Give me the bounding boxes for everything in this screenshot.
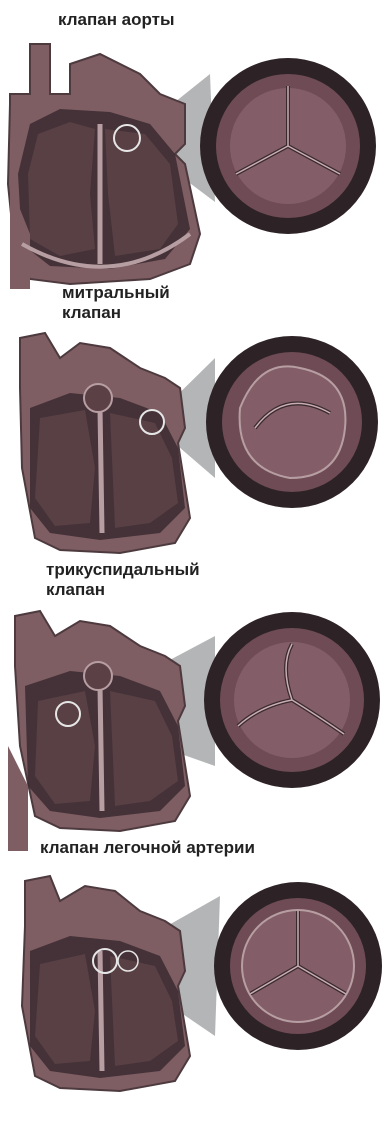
panel-mitral-valve (0, 318, 385, 578)
heart-illustration (20, 333, 190, 553)
label-aortic-valve: клапан аорты (58, 10, 175, 30)
label-mitral-valve: митральный клапан (62, 283, 170, 323)
pulmonary-valve-closeup (214, 882, 382, 1050)
mitral-valve-closeup (206, 336, 378, 508)
panel-tricuspid-valve (0, 596, 385, 856)
aortic-valve-closeup (200, 58, 376, 234)
heart-valves-diagram: клапан аорты (0, 0, 385, 1096)
panel-pulmonary-valve (0, 866, 385, 1126)
label-tricuspid-valve: трикуспидальный клапан (46, 560, 200, 600)
heart-illustration (8, 44, 200, 289)
tricuspid-valve-closeup (204, 612, 380, 788)
heart-illustration (8, 611, 190, 851)
heart-illustration (22, 876, 190, 1091)
panel-aortic-valve (0, 34, 385, 294)
label-pulmonary-valve: клапан легочной артерии (40, 838, 255, 858)
